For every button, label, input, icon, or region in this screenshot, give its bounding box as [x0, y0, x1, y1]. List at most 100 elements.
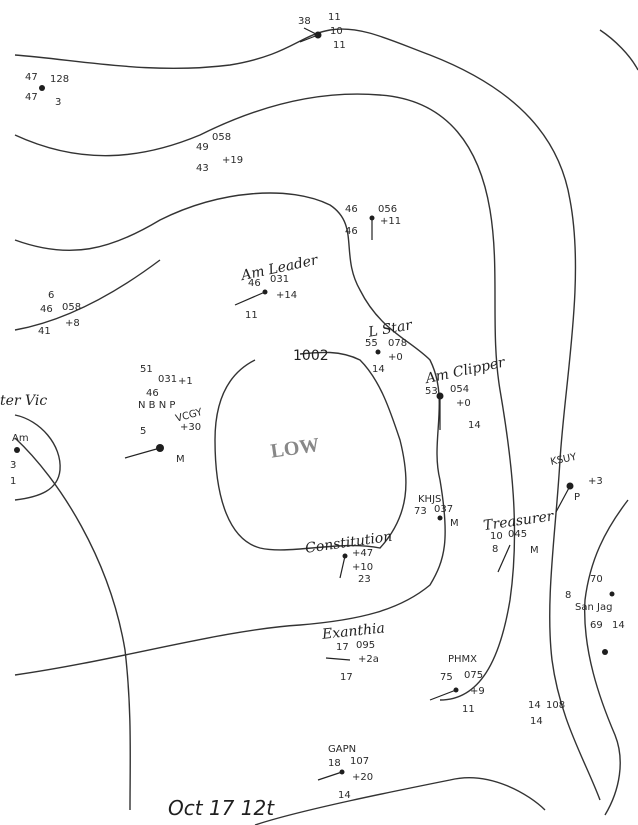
svg-text:Constitution: Constitution	[304, 529, 393, 557]
ship-vcgy: VCGY 5 +30 M	[124, 407, 204, 465]
svg-text:8: 8	[565, 590, 571, 601]
svg-text:+11: +11	[380, 216, 401, 227]
svg-text:46: 46	[345, 226, 358, 237]
svg-text:031: 031	[270, 274, 289, 285]
isobar-inner	[214, 351, 407, 551]
svg-text:Am: Am	[12, 433, 29, 444]
svg-text:11: 11	[462, 704, 475, 715]
svg-text:ter Vic: ter Vic	[0, 393, 47, 409]
svg-text:14: 14	[372, 364, 385, 375]
station-nw: 47 128 47 3	[25, 72, 69, 108]
svg-text:L Star: L Star	[366, 317, 414, 341]
svg-text:8: 8	[492, 544, 498, 555]
ship-khjs: KHJS 73 037 M	[414, 494, 459, 529]
ship-exanthia: Exanthia 17 095 +2a 17	[320, 620, 385, 683]
station-nbnp: 51 031 46 N B N P +1	[138, 364, 193, 411]
svg-text:38: 38	[298, 16, 311, 27]
ship-am-clipper: Am Clipper 53 054 +0 14	[422, 354, 507, 431]
svg-text:46: 46	[345, 204, 358, 215]
isobars	[14, 28, 638, 825]
svg-text:14: 14	[468, 420, 481, 431]
svg-text:045: 045	[508, 529, 527, 540]
svg-text:51: 51	[140, 364, 153, 375]
isobar-bottom	[254, 777, 546, 825]
svg-text:031: 031	[158, 374, 177, 385]
svg-text:M: M	[176, 454, 185, 465]
svg-text:P: P	[574, 492, 580, 503]
svg-text:+14: +14	[276, 290, 297, 301]
svg-text:43: 43	[196, 163, 209, 174]
svg-text:46: 46	[40, 304, 53, 315]
isobar-outer-top	[14, 28, 601, 801]
ship-am-leader: Am Leader 46 031 +14 11	[234, 252, 320, 321]
svg-text:+0: +0	[388, 352, 403, 363]
svg-text:11: 11	[333, 40, 346, 51]
isobar-2	[14, 93, 516, 701]
svg-text:KHJS: KHJS	[418, 494, 441, 505]
svg-text:53: 53	[425, 386, 438, 397]
svg-text:108: 108	[546, 700, 565, 711]
map-date-label: Oct 17 12t	[168, 796, 275, 820]
svg-text:+47: +47	[352, 548, 373, 559]
ship-l-star: L Star 55 078 +0 14	[365, 317, 415, 375]
svg-text:6: 6	[48, 290, 54, 301]
svg-text:GAPN: GAPN	[328, 744, 356, 755]
svg-text:PHMX: PHMX	[448, 654, 477, 665]
svg-text:037: 037	[434, 504, 453, 515]
svg-text:73: 73	[414, 506, 427, 517]
svg-text:17: 17	[340, 672, 353, 683]
svg-text:23: 23	[358, 574, 371, 585]
svg-text:128: 128	[50, 74, 69, 85]
station-ne-inner: 46 056 +11 46	[345, 204, 401, 240]
isobar-4	[14, 259, 161, 331]
svg-text:+0: +0	[456, 398, 471, 409]
isobar-lower	[14, 437, 131, 811]
svg-text:46: 46	[146, 388, 159, 399]
svg-text:10: 10	[490, 531, 503, 542]
svg-text:078: 078	[388, 338, 407, 349]
svg-text:11: 11	[328, 12, 341, 23]
svg-text:Am Clipper: Am Clipper	[422, 354, 507, 387]
svg-text:+3: +3	[588, 476, 603, 487]
svg-text:5: 5	[140, 426, 146, 437]
station-se: 14 108 14	[528, 700, 565, 727]
isobar-right-edge	[599, 29, 638, 71]
svg-text:70: 70	[590, 574, 603, 585]
svg-text:47: 47	[25, 72, 38, 83]
svg-text:3: 3	[10, 460, 16, 471]
svg-text:054: 054	[450, 384, 469, 395]
ship-san-jag: San Jag 70 8 69 14	[565, 574, 625, 655]
svg-text:14: 14	[528, 700, 541, 711]
svg-text:14: 14	[338, 790, 351, 801]
svg-text:+8: +8	[65, 318, 80, 329]
svg-text:46: 46	[248, 278, 261, 289]
svg-text:+9: +9	[470, 686, 485, 697]
svg-text:+1: +1	[178, 376, 193, 387]
svg-text:18: 18	[328, 758, 341, 769]
svg-text:14: 14	[612, 620, 625, 631]
svg-text:17: 17	[336, 642, 349, 653]
svg-text:3: 3	[55, 97, 61, 108]
svg-text:+19: +19	[222, 155, 243, 166]
isobar-value-label: 1002	[293, 348, 329, 364]
svg-text:10: 10	[330, 26, 343, 37]
svg-text:+30: +30	[180, 422, 201, 433]
station-w: 6 46 058 41 +8	[38, 290, 81, 337]
svg-text:14: 14	[530, 716, 543, 727]
svg-text:095: 095	[356, 640, 375, 651]
svg-text:058: 058	[62, 302, 81, 313]
svg-text:Exanthia: Exanthia	[320, 620, 385, 643]
isobar-3	[14, 192, 446, 676]
svg-text:056: 056	[378, 204, 397, 215]
svg-text:KSUY: KSUY	[549, 452, 578, 468]
isobar-left-loop	[14, 414, 61, 501]
station-upper: 058 49 43 +19	[196, 132, 243, 174]
svg-text:47: 47	[25, 92, 38, 103]
svg-text:+20: +20	[352, 772, 373, 783]
svg-text:49: 49	[196, 142, 209, 153]
svg-text:11: 11	[245, 310, 258, 321]
svg-text:M: M	[530, 545, 539, 556]
ship-phmx: PHMX 75 075 +9 11	[429, 654, 485, 715]
ship-constitution: Constitution +47 +10 23	[304, 529, 393, 585]
